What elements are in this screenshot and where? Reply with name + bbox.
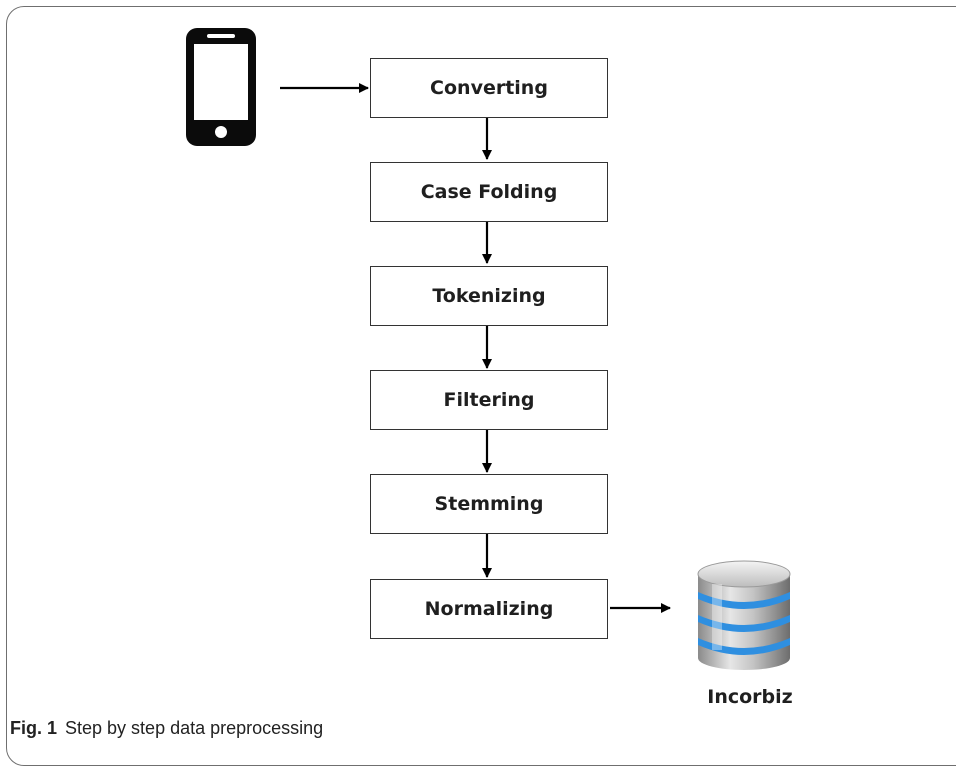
figure-number: Fig. 1 [10,718,58,738]
step-case-folding: Case Folding [370,162,608,222]
step-normalizing: Normalizing [370,579,608,639]
smartphone-icon [186,28,256,146]
figure-caption: Fig. 1 Step by step data preprocessing [10,718,323,739]
figure-caption-text: Step by step data preprocessing [65,718,324,738]
database-icon [697,560,791,670]
step-tokenizing: Tokenizing [370,266,608,326]
step-converting: Converting [370,58,608,118]
flow-diagram [186,28,791,670]
database-label: Incorbiz [707,686,793,708]
step-stemming: Stemming [370,474,608,534]
step-filtering: Filtering [370,370,608,430]
